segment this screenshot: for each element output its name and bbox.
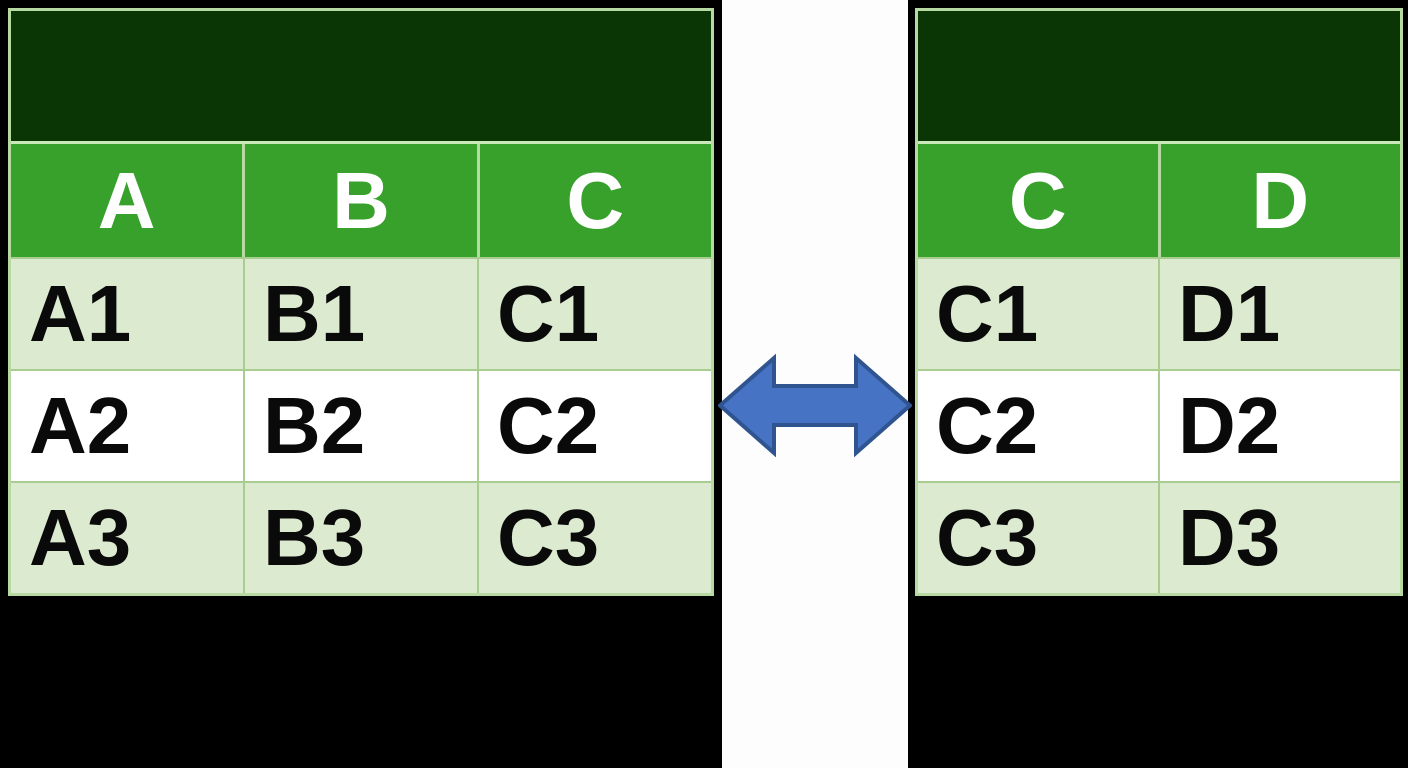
table-cell: C3 bbox=[918, 483, 1160, 593]
table-cell: A1 bbox=[11, 259, 245, 369]
right-table-title-band bbox=[918, 11, 1400, 141]
table-cell: C3 bbox=[497, 493, 600, 582]
table-cell: A3 bbox=[11, 483, 245, 593]
table-row: A1 B1 C1 bbox=[11, 257, 711, 369]
table-row: C1 D1 bbox=[918, 257, 1400, 369]
table-cell: D1 bbox=[1178, 269, 1281, 358]
double-arrow-icon bbox=[718, 353, 912, 458]
table-cell: C2 bbox=[918, 371, 1160, 481]
table-cell: A2 bbox=[11, 371, 245, 481]
table-row: C2 D2 bbox=[918, 369, 1400, 481]
connector-strip bbox=[718, 0, 912, 768]
table-cell: C1 bbox=[497, 269, 600, 358]
table-cell: B2 bbox=[245, 371, 479, 481]
table-row: C3 D3 bbox=[918, 481, 1400, 593]
table-cell: B1 bbox=[245, 259, 479, 369]
table-cell: D3 bbox=[1178, 493, 1281, 582]
table-row: A3 B3 C3 bbox=[11, 481, 711, 593]
table-cell: B3 bbox=[245, 483, 479, 593]
table-cell: C2 bbox=[497, 381, 600, 470]
table-cell: C1 bbox=[918, 259, 1160, 369]
left-table-header-row: A B C bbox=[11, 141, 711, 257]
column-header: B bbox=[245, 144, 480, 257]
left-table-title-band bbox=[11, 11, 711, 141]
table-row: A2 B2 C2 bbox=[11, 369, 711, 481]
column-header: D bbox=[1251, 155, 1310, 245]
table-cell: D2 bbox=[1178, 381, 1281, 470]
column-header: C bbox=[566, 155, 625, 245]
left-table: A B C A1 B1 C1 A2 B2 C2 A3 B3 C3 bbox=[8, 8, 714, 596]
column-header: A bbox=[11, 144, 246, 257]
right-table: C D C1 D1 C2 D2 C3 D3 bbox=[915, 8, 1403, 596]
right-table-header-row: C D bbox=[918, 141, 1400, 257]
column-header: C bbox=[918, 144, 1161, 257]
